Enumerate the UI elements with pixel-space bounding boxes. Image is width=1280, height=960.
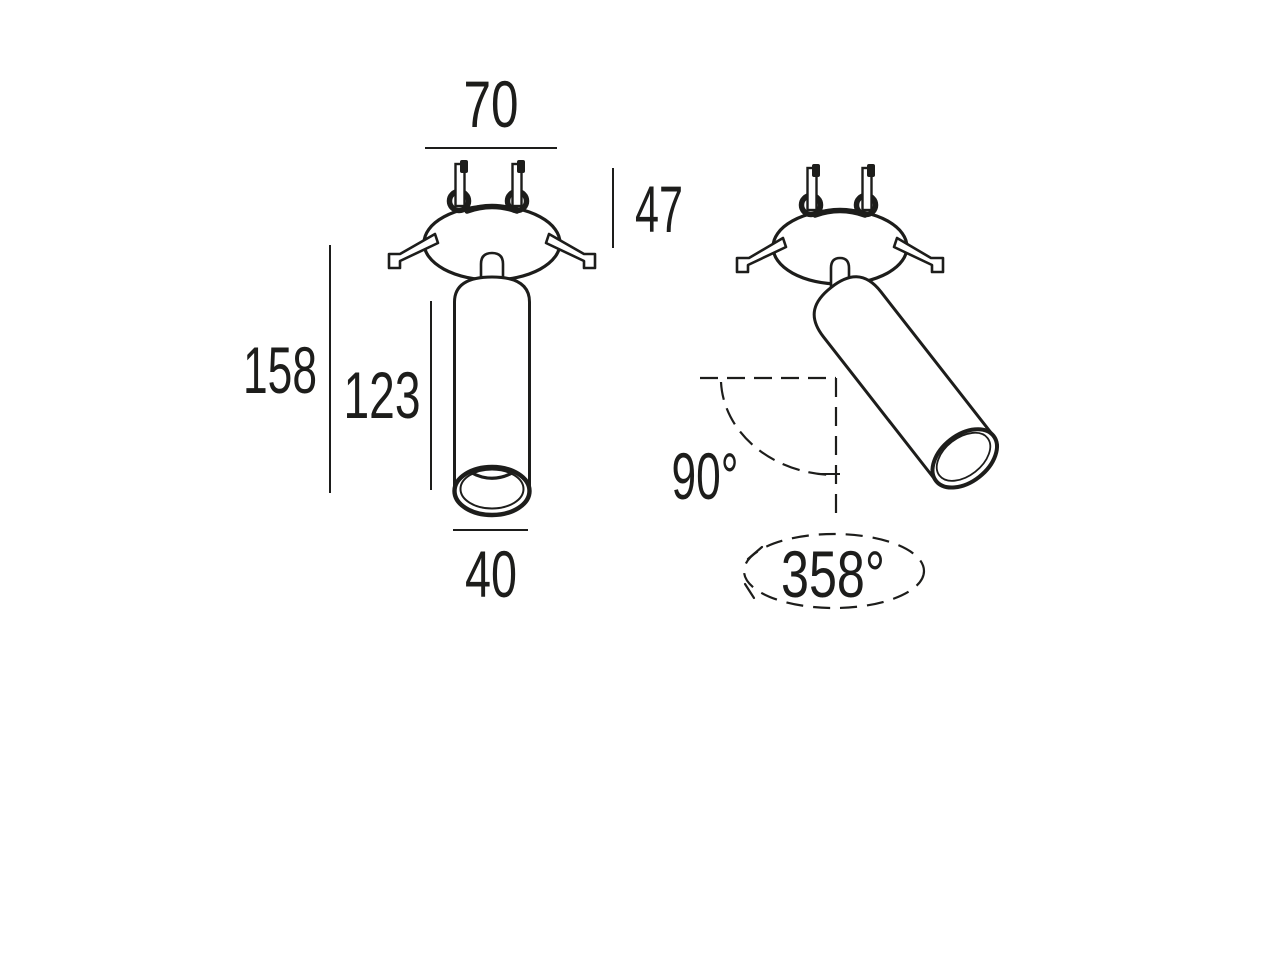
light-aperture-top [470, 467, 514, 474]
tilt-arc-90 [719, 381, 835, 477]
tilted-view-fixture [735, 164, 999, 490]
mounting-wing-right [892, 236, 945, 274]
clip-bridge [812, 207, 868, 218]
spring-clip-left [798, 164, 824, 218]
angle-label-tilt: 90° [672, 439, 739, 513]
dimension-annotations: 70 47 158 123 40 [243, 67, 683, 611]
spring-clip-left [446, 160, 472, 214]
bottom-rim-outer [930, 427, 999, 490]
bottom-rim-outer [452, 464, 532, 518]
rotation-arrowhead-lower [743, 582, 756, 600]
dim-label-canopy-width: 70 [464, 67, 519, 141]
angle-annotations: 90° 358° [672, 376, 926, 611]
spring-clip-knob [460, 160, 468, 173]
angle-label-rotation: 358° [781, 537, 885, 611]
cylinder-body [812, 275, 999, 490]
spring-clip-knob [867, 164, 875, 177]
dim-label-cylinder-diameter: 40 [465, 537, 517, 611]
mounting-wing-left [735, 236, 788, 274]
light-aperture-bottom [470, 471, 514, 480]
rotation-arrowhead-upper [746, 545, 764, 561]
spring-clip-knob [812, 164, 820, 177]
bottom-rim-inner [935, 431, 992, 482]
tilted-cylinder [812, 275, 999, 490]
mounting-wing-left [387, 232, 440, 270]
spring-clip-knob [517, 160, 525, 173]
dim-label-total-height: 158 [243, 333, 317, 407]
mounting-wing-right [544, 232, 597, 270]
rotation-ellipse-358 [742, 532, 926, 610]
dim-label-cylinder-height: 123 [344, 358, 421, 432]
front-view-fixture [387, 160, 597, 518]
dim-label-recess-depth: 47 [635, 172, 683, 246]
spring-clip-right [504, 160, 530, 214]
spring-clip-right [853, 164, 879, 218]
clip-bridge [464, 203, 520, 214]
